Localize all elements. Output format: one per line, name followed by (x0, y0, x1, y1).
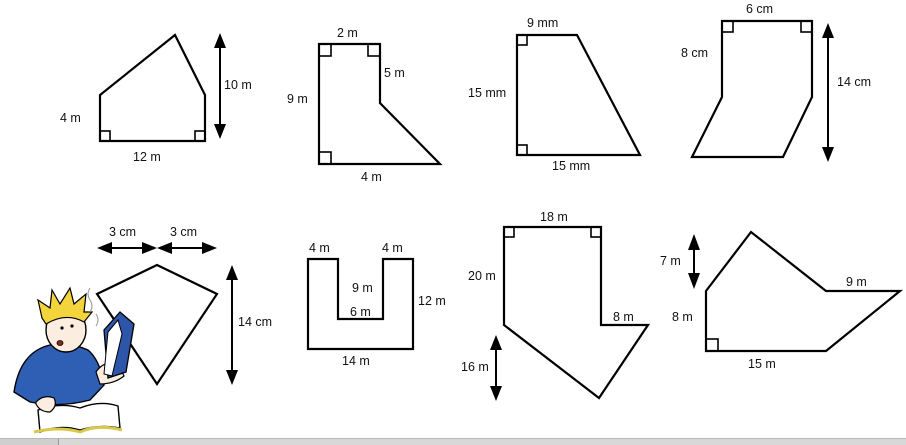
status-bar-segment (0, 439, 59, 445)
label-bottom: 15 m (748, 357, 776, 371)
label-left: 9 m (287, 92, 308, 106)
label-inner-depth: 9 m (352, 281, 373, 295)
label-bottom: 14 m (342, 354, 370, 368)
label-top-right: 4 m (382, 241, 403, 255)
label-top: 6 cm (746, 2, 773, 16)
label-bottom: 15 mm (552, 159, 590, 173)
arrow-down-icon (822, 147, 834, 162)
label-left: 8 cm (681, 46, 708, 60)
label-height: 14 cm (837, 75, 871, 89)
label-right-top: 9 m (846, 275, 867, 289)
label-top-left: 4 m (309, 241, 330, 255)
label-top: 2 m (337, 26, 358, 40)
label-left: 8 m (672, 310, 693, 324)
label-half-width-right: 3 cm (170, 225, 197, 239)
label-right: 12 m (418, 294, 446, 308)
shape-sock: 6 cm 8 cm 14 cm (681, 2, 871, 162)
student-illustration (13, 286, 135, 434)
label-top: 18 m (540, 210, 568, 224)
label-left: 20 m (468, 269, 496, 283)
label-bottom-text: 4 m (361, 170, 382, 184)
arrow-up-icon (214, 33, 226, 48)
label-left: 4 m (60, 111, 81, 125)
arrow-up-icon (822, 23, 834, 38)
label-point: 16 m (461, 360, 489, 374)
label-bottom: 12 m (133, 150, 161, 164)
status-bar (0, 438, 906, 445)
label-left: 15 mm (468, 86, 506, 100)
label-half-width-left: 3 cm (109, 225, 136, 239)
label-height: 10 m (224, 78, 252, 92)
shape-pentagon-house: 4 m 12 m 10 m (60, 33, 252, 164)
label-inner-width: 6 m (350, 305, 371, 319)
label-peak: 7 m (660, 254, 681, 268)
shape-right-trapezium: 9 mm 15 mm 15 mm (468, 16, 642, 173)
label-right-upper: 5 m (384, 66, 405, 80)
shape-kite: 3 cm 3 cm 14 cm (95, 225, 272, 386)
shape-boot: 2 m 9 m 5 m 4 m (287, 26, 443, 184)
arrow-down-icon (214, 124, 226, 139)
shape-u: 4 m 4 m 9 m 6 m 12 m 14 m (306, 241, 446, 368)
shape-arrow-pentagon: 18 m 20 m 8 m 16 m (461, 210, 651, 401)
label-notch: 8 m (613, 310, 634, 324)
label-height: 14 cm (238, 315, 272, 329)
shape-irregular-hexagon: 7 m 8 m 9 m 15 m (660, 230, 904, 371)
label-top: 9 mm (527, 16, 558, 30)
